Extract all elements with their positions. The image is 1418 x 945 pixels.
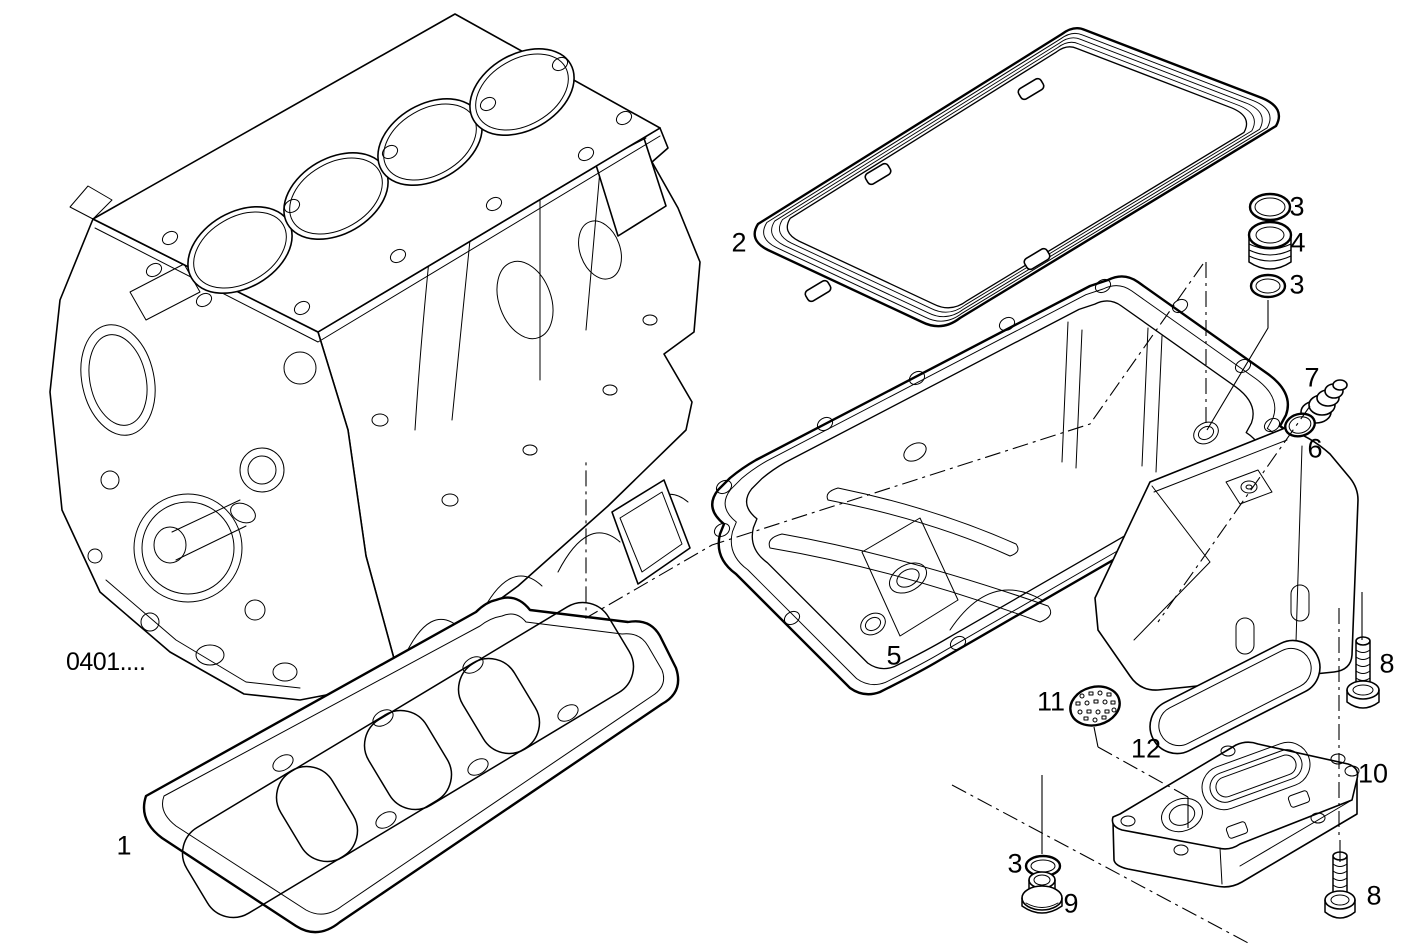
- oval-gasket[interactable]: [1141, 631, 1329, 763]
- drawing-reference-number[interactable]: 0401....: [66, 648, 146, 676]
- callout-10[interactable]: 10: [1357, 758, 1389, 789]
- plate-holes: [1120, 745, 1360, 856]
- plate-slot: [1201, 741, 1311, 811]
- pan-interior: [768, 321, 1163, 637]
- bolt-lower[interactable]: [1324, 851, 1356, 919]
- engine-block: [49, 13, 701, 701]
- cylinder-bores: [187, 47, 575, 295]
- callout-3a[interactable]: 3: [1289, 191, 1305, 222]
- callout-3b[interactable]: 3: [1289, 269, 1305, 300]
- fitting-plug[interactable]: [1300, 379, 1348, 424]
- gasket-bolt-holes: [272, 656, 579, 829]
- callout-11[interactable]: 11: [1036, 686, 1066, 717]
- seal-ring-top[interactable]: [1248, 192, 1292, 222]
- callout-2[interactable]: 2: [731, 227, 747, 258]
- callout-8a[interactable]: 8: [1379, 648, 1395, 679]
- strainer-mesh[interactable]: [1066, 681, 1124, 731]
- bolt-upper[interactable]: [1346, 636, 1380, 709]
- mesh-pattern: [1075, 690, 1117, 723]
- baffle-plate[interactable]: [1111, 736, 1360, 888]
- oil-pan[interactable]: [711, 275, 1359, 696]
- pan-flange-holes: [713, 278, 1281, 651]
- callout-12[interactable]: 12: [1130, 733, 1162, 764]
- callout-1[interactable]: 1: [116, 830, 132, 861]
- oil-pan-gasket[interactable]: [753, 27, 1281, 328]
- callout-8b[interactable]: 8: [1366, 880, 1382, 911]
- gasket-tabs: [804, 77, 1051, 303]
- leader-lines: [585, 262, 1363, 945]
- drain-plug[interactable]: [1021, 871, 1063, 914]
- sump-details: [1133, 439, 1310, 655]
- deck-bolt-holes: [145, 56, 633, 316]
- callout-3c[interactable]: 3: [1007, 848, 1023, 879]
- gasket-openings: [181, 601, 635, 919]
- callout-5[interactable]: 5: [886, 640, 902, 671]
- callout-9[interactable]: 9: [1063, 888, 1079, 919]
- sump-box: [1094, 427, 1359, 691]
- threaded-plug[interactable]: [1247, 220, 1293, 270]
- seal-ring-mid[interactable]: [1249, 273, 1287, 299]
- lower-sealing-gasket[interactable]: [142, 591, 680, 934]
- callout-4[interactable]: 4: [1290, 227, 1306, 258]
- callout-7[interactable]: 7: [1304, 362, 1320, 393]
- callout-6[interactable]: 6: [1307, 433, 1323, 464]
